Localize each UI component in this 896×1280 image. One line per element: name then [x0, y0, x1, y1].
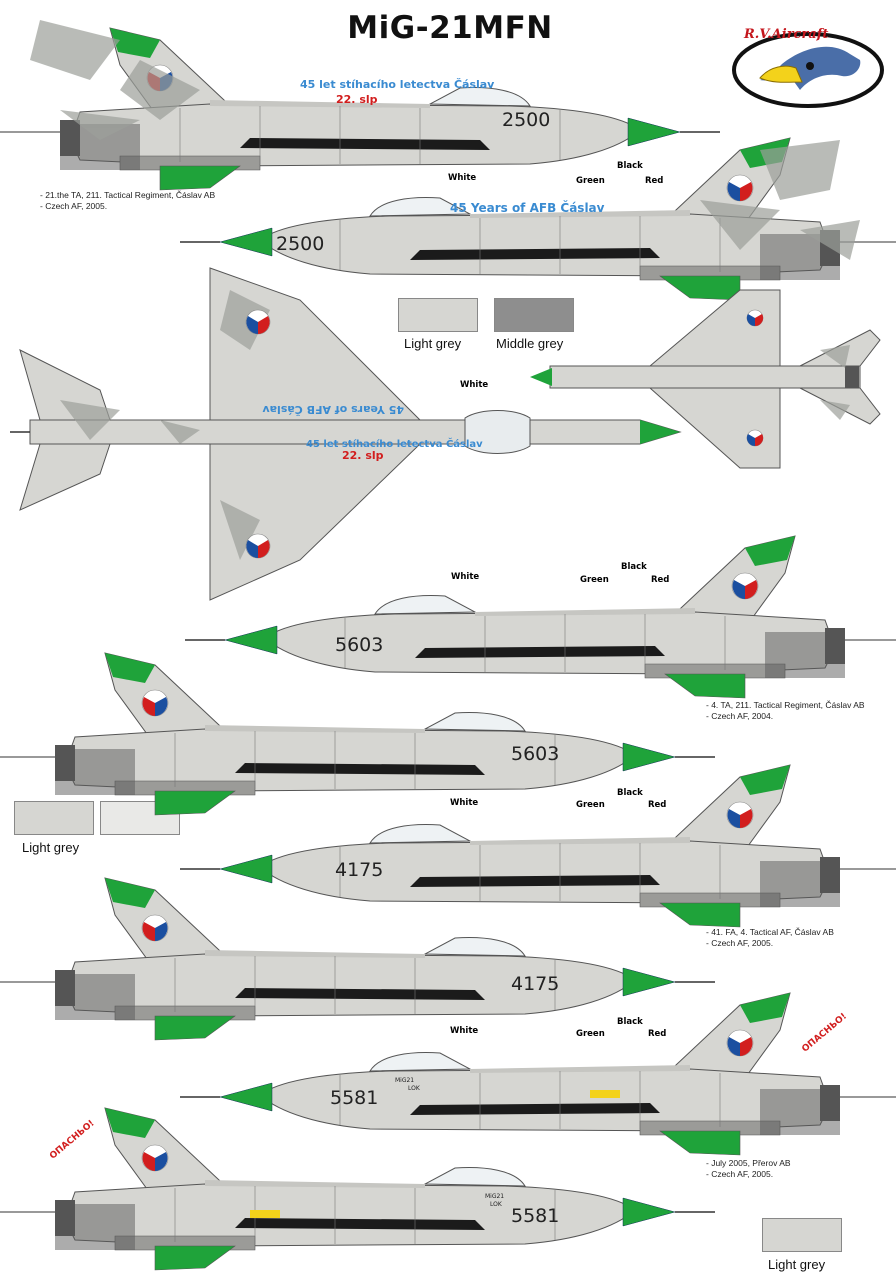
callout-red-3: Red — [648, 800, 666, 810]
a7-text3: LOK — [408, 1085, 421, 1092]
callout-green-2: Green — [580, 575, 609, 585]
swatch-label-light-grey: Light grey — [404, 336, 462, 351]
swatch-middle-grey — [494, 298, 574, 332]
a1-serial: 2500 — [502, 109, 550, 131]
logo-text: R.V.Aircraft — [743, 27, 828, 42]
callout-white-1: White — [448, 173, 476, 183]
a3-serial: 5603 — [335, 634, 383, 656]
aircraft-8-profile — [0, 1107, 716, 1271]
a5-serial: 4175 — [335, 859, 383, 881]
a6-serial: 4175 — [511, 973, 559, 995]
callout-red-4: Red — [648, 1029, 666, 1039]
callout-white-4: White — [450, 1026, 478, 1036]
callout-black-3: Black — [617, 788, 643, 798]
a1-text1: 45 let stíhacího letectva Čáslav — [300, 78, 495, 91]
eagle-head-icon: R.V.Aircraft — [732, 27, 884, 108]
a7-text2: MiG21 — [395, 1077, 414, 1084]
callout-white-2: White — [451, 572, 479, 582]
callout-black-2: Black — [621, 562, 647, 572]
a1-text2: 22. slp — [336, 93, 378, 106]
callout-black-1: Black — [617, 161, 643, 171]
brand-logo: R.V.Aircraft — [730, 20, 886, 110]
callout-red-2: Red — [651, 575, 669, 585]
swatch-light-grey-2 — [14, 801, 94, 835]
swatch-label-middle-grey: Middle grey — [496, 336, 564, 351]
swatch-light-grey — [398, 298, 478, 332]
callout-white-top: White — [460, 380, 488, 390]
a7-text1: ОПАСНЬО! — [800, 1012, 848, 1055]
aircraft-planform-bottom — [530, 289, 881, 469]
caption-aircraft-7: - July 2005, Přerov AB - Czech AF, 2005. — [706, 1158, 791, 1179]
caption-aircraft-5: - 41. FA, 4. Tactical AF, Čáslav AB - Cz… — [706, 927, 834, 948]
caption-aircraft-1: - 21.the TA, 211. Tactical Regiment, Čás… — [40, 190, 216, 211]
callout-green-3: Green — [576, 800, 605, 810]
a8-text3: LOK — [490, 1201, 503, 1208]
top-text3: 22. slp — [342, 449, 384, 462]
a8-serial: 5581 — [511, 1205, 559, 1227]
top-text1: 45 Years of AFB Čáslav — [262, 403, 404, 416]
a4-serial: 5603 — [511, 743, 559, 765]
swatch-label-light-grey-2: Light grey — [22, 840, 80, 855]
a2-text1: 45 Years of AFB Čáslav — [450, 200, 605, 215]
swatch-light-grey-3 — [762, 1218, 842, 1252]
top-text2: 45 let stíhacího letectva Čáslav — [306, 437, 483, 450]
a7-serial: 5581 — [330, 1087, 378, 1109]
a8-text2: MiG21 — [485, 1193, 504, 1200]
a7-yellow-stripe — [590, 1090, 620, 1098]
a2-serial: 2500 — [276, 233, 324, 255]
aircraft-planform-top — [10, 267, 682, 601]
callout-black-4: Black — [617, 1017, 643, 1027]
callout-green-1: Green — [576, 176, 605, 186]
callout-white-3: White — [450, 798, 478, 808]
a8-text1: ОПАСНЬО! — [48, 1119, 96, 1162]
aircraft-7-profile — [179, 992, 896, 1156]
callout-red-1: Red — [645, 176, 663, 186]
aircraft-4-profile — [0, 652, 716, 816]
caption-aircraft-3: - 4. TA, 211. Tactical Regiment, Čáslav … — [706, 700, 865, 721]
page-title: MiG-21MFN — [347, 10, 553, 46]
callout-green-4: Green — [576, 1029, 605, 1039]
a8-yellow-stripe — [250, 1210, 280, 1218]
swatch-label-light-grey-3: Light grey — [768, 1257, 826, 1272]
